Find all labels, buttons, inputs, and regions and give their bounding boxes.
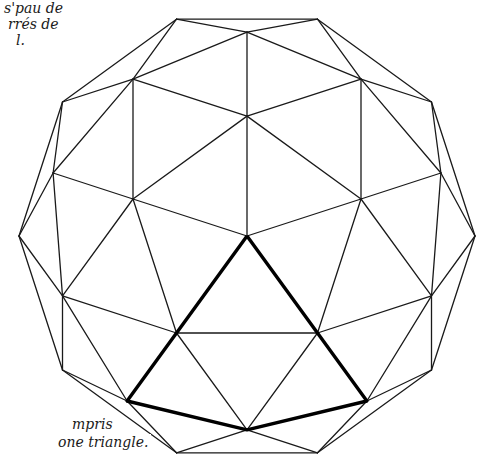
sphere-edge [318,401,367,453]
sphere-edge [133,79,247,116]
sphere-edge [318,296,432,333]
sphere-edges [19,19,475,453]
sphere-edge [318,19,432,102]
sphere-edge [432,236,476,296]
sphere-edge [367,370,432,401]
sphere-edge [431,296,432,370]
handwritten-note: rrés de [6,16,61,32]
sphere-edge [361,199,432,296]
sphere-edge [63,79,134,102]
sphere-edge [133,116,247,199]
sphere-edge [318,19,362,79]
sphere-edge [132,79,133,199]
sphere-edge [432,173,441,296]
sphere-edge [361,173,441,199]
sphere-edge [177,19,248,32]
sphere-edge [247,199,361,236]
sphere-edge [360,79,361,199]
sphere-edge [247,19,318,32]
sphere-edge [133,19,177,79]
sphere-edge [432,102,441,173]
sphere-edge [53,79,133,173]
sphere-edge [247,116,361,199]
sphere-edge [133,199,247,236]
sphere-edge [246,116,247,236]
sphere-edge [63,19,177,102]
handwritten-note: one triangle. [56,434,151,450]
sphere-edge [133,199,177,333]
sphere-edge [361,79,432,102]
sphere-edge [63,296,177,333]
handwritten-note: s'pau de [2,0,65,16]
sphere-edge [177,332,318,333]
sphere-edge [318,370,432,453]
sphere-edge [53,173,62,296]
sphere-edge [63,296,128,401]
sphere-edge [247,430,318,453]
sphere-edge [246,32,247,116]
highlighted-triangle [127,236,367,430]
sphere-edge [177,430,248,453]
sphere-edge [247,79,361,116]
sphere-edge [62,296,63,370]
sphere-edge [367,296,432,401]
handwritten-note: l. [14,32,27,48]
sphere-edge [19,236,63,296]
sphere-edge [53,173,133,199]
sphere-edge [53,102,62,173]
sphere-edge [63,199,134,296]
sphere-edge [432,236,476,370]
sphere-edge [19,236,63,370]
sphere-edge [177,452,318,453]
sphere-edge [177,19,318,20]
handwritten-note: mpris [70,416,115,432]
sphere-edge [361,79,441,173]
sphere-edge [318,199,362,333]
